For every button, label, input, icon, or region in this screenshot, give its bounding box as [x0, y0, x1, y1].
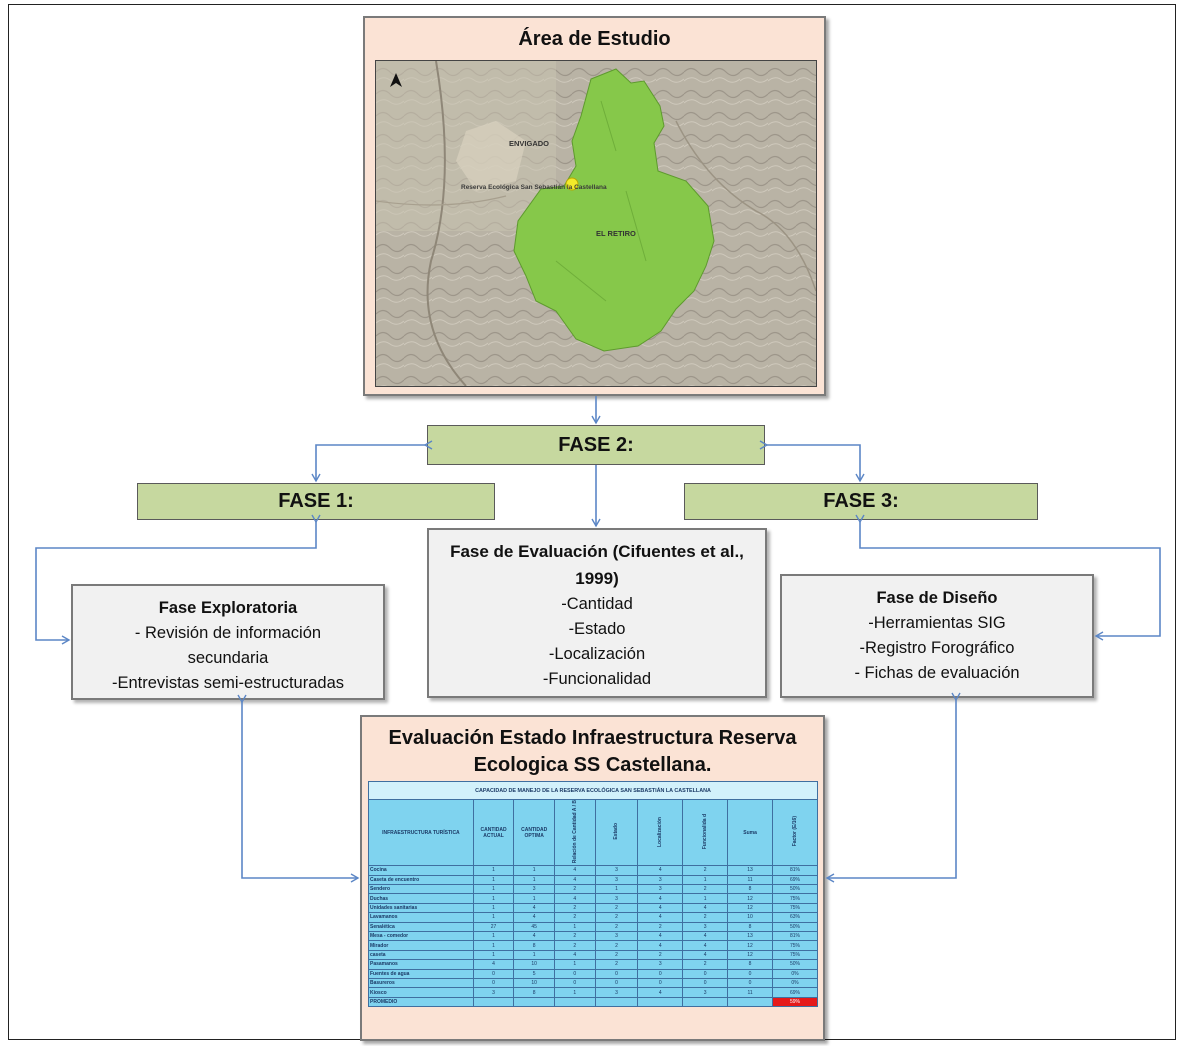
arrow-fase3-design	[855, 514, 1161, 641]
table-header-vertical: Factor (E/16)	[772, 798, 818, 867]
phase-3-label: FASE 3:	[823, 490, 899, 512]
evaluation-heading-year: 1999)	[575, 569, 619, 588]
map-label-el-retiro: EL RETIRO	[596, 229, 636, 238]
north-arrow-icon	[390, 73, 402, 87]
reserve-polygon	[513, 68, 715, 352]
evaluation-item: -Localización	[548, 645, 646, 663]
infrastructure-panel: Evaluación Estado Infraestructura Reserv…	[360, 715, 825, 1041]
evaluation-item: -Funcionalidad	[542, 670, 652, 688]
study-area-title: Área de Estudio	[518, 28, 671, 50]
phase-1-box: FASE 1:	[137, 483, 495, 520]
exploratory-line: -Entrevistas semi-estructuradas	[112, 674, 344, 692]
arrow-fase2-fase3	[759, 440, 865, 483]
terrain-map-image: ENVIGADO EL RETIRO Reserva Ecológica San…	[376, 61, 816, 386]
infrastructure-title-line: Evaluación Estado Infraestructura Reserv…	[388, 727, 797, 749]
table-cell: 59%	[772, 996, 818, 1008]
study-area-panel: Área de Estudio ENVIGADO	[363, 16, 826, 396]
evaluation-heading: Fase de Evaluación (Cifuentes et al.,	[450, 542, 744, 561]
arrow-fase2-fase1	[311, 440, 433, 483]
evaluation-phase-box: Fase de Evaluación (Cifuentes et al., 19…	[427, 528, 767, 698]
map-label-reserve: Reserva Ecológica San Sebastián la Caste…	[461, 184, 607, 191]
table-row-label: PROMEDIO	[368, 996, 474, 1008]
table-header: CANTIDAD ACTUAL	[472, 798, 515, 867]
map-label-envigado: ENVIGADO	[509, 139, 549, 148]
table-header-vertical: Relación de Cantidad A / B	[553, 798, 596, 867]
evaluation-item: -Cantidad	[561, 595, 633, 613]
phase-2-label: FASE 2:	[558, 433, 634, 456]
table-header-vertical: Funcionalida d	[682, 798, 729, 867]
table-header-vertical: Localización	[637, 798, 684, 867]
design-item: -Registro Forográfico	[859, 639, 1015, 657]
arrow-design-infrastructure	[825, 692, 961, 883]
infrastructure-title: Evaluación Estado Infraestructura Reserv…	[362, 725, 823, 779]
capacity-table: CAPACIDAD DE MANEJO DE LA RESERVA ECOLÓG…	[368, 781, 818, 1008]
arrow-fase1-exploratory	[35, 514, 321, 645]
infrastructure-title-line: Ecologica SS Castellana.	[473, 754, 712, 776]
evaluation-item: -Estado	[568, 620, 626, 638]
study-area-map: ENVIGADO EL RETIRO Reserva Ecológica San…	[375, 60, 817, 387]
table-caption: CAPACIDAD DE MANEJO DE LA RESERVA ECOLÓG…	[368, 781, 818, 800]
design-item: - Fichas de evaluación	[854, 664, 1020, 682]
exploratory-line: secundaria	[187, 649, 269, 667]
phase-1-label: FASE 1:	[278, 490, 354, 512]
table-header-vertical: Estado	[594, 798, 639, 867]
phase-3-box: FASE 3:	[684, 483, 1038, 520]
reserve-marker-icon	[565, 177, 579, 191]
phase-2-box: FASE 2:	[427, 425, 765, 465]
arrow-exploratory-infrastructure	[237, 694, 360, 883]
table-row: PROMEDIO 59%	[368, 996, 818, 1008]
